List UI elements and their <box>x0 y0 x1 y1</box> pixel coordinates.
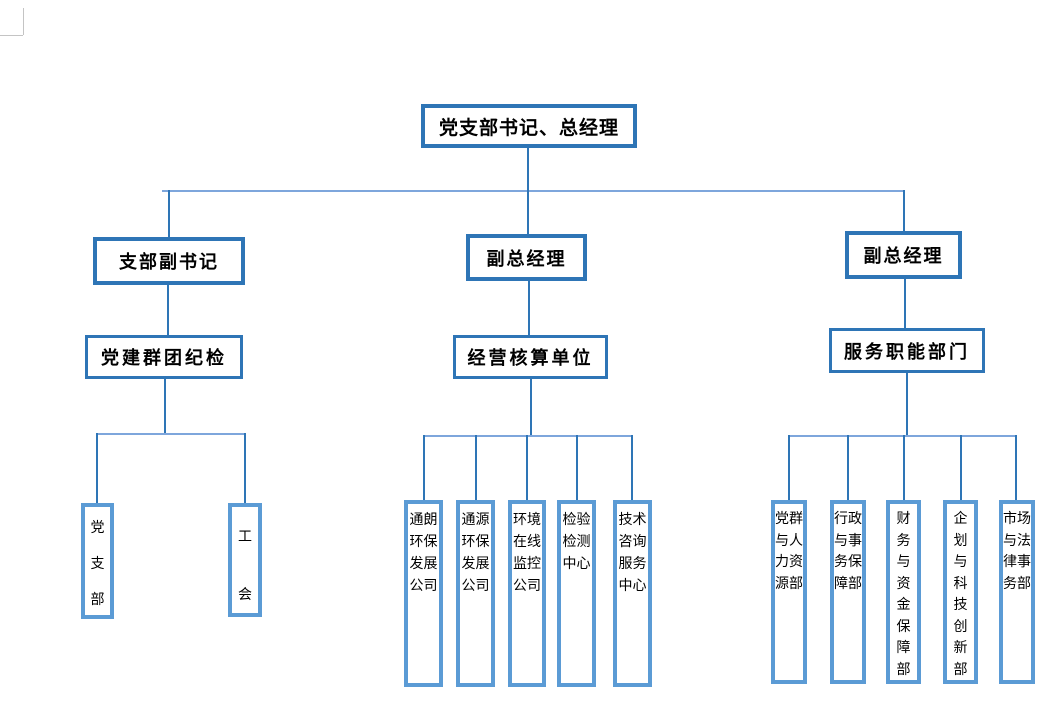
org-node-label: 检验检测中心 <box>562 511 591 571</box>
org-node-party-branch[interactable]: 党支部 <box>81 503 114 619</box>
connector-fan2-drop4 <box>576 435 578 500</box>
connector-drop-branch3 <box>903 190 905 231</box>
org-node-label: 通源环保发展公司 <box>461 511 490 593</box>
connector-fan2-rail <box>423 435 633 437</box>
connector-root-vertical <box>527 148 529 191</box>
connector-fan3-drop5 <box>1015 435 1017 500</box>
org-node-tongyuan-env-company[interactable]: 通源环保发展公司 <box>456 500 495 687</box>
connector-fan2-drop2 <box>475 435 477 500</box>
org-node-label: 党支部 <box>90 519 105 607</box>
org-node-party-discipline[interactable]: 党建群团纪检 <box>85 335 243 379</box>
org-node-label: 服务职能部门 <box>844 341 970 362</box>
connector-fan3-drop4 <box>960 435 962 500</box>
connector-manager1-department <box>167 285 169 335</box>
org-node-tonglang-env-company[interactable]: 通朗环保发展公司 <box>404 500 443 687</box>
connector-fan2-drop1 <box>423 435 425 500</box>
org-node-label: 环境在线监控公司 <box>513 511 541 593</box>
connector-fan1-drop2 <box>244 433 246 503</box>
org-node-label: 党建群团纪检 <box>101 348 227 368</box>
connector-fan2-stem <box>530 379 532 437</box>
page-margin-mark-horizontal <box>0 35 23 36</box>
org-node-technical-consulting-center[interactable]: 技术咨询服务中心 <box>613 500 652 687</box>
connector-level2-rail <box>162 190 905 192</box>
connector-fan1-stem <box>164 379 166 435</box>
connector-fan3-drop3 <box>903 435 905 500</box>
org-node-planning-tech-innovation-department[interactable]: 企划与科技创新部 <box>943 500 978 684</box>
org-node-label: 通朗环保发展公司 <box>409 511 438 593</box>
org-node-label: 支部副书记 <box>119 252 219 272</box>
org-node-label: 副总经理 <box>486 248 567 269</box>
connector-fan3-stem <box>906 373 908 437</box>
connector-fan1-drop1 <box>96 433 98 503</box>
org-node-deputy-gm-1[interactable]: 副总经理 <box>466 234 587 281</box>
connector-drop-branch2 <box>527 190 529 234</box>
org-node-label: 市场与法律事务部 <box>1003 510 1031 591</box>
org-node-root-label: 党支部书记、总经理 <box>438 117 619 139</box>
org-node-online-monitoring-company[interactable]: 环境在线监控公司 <box>508 500 546 687</box>
org-node-root[interactable]: 党支部书记、总经理 <box>421 104 637 148</box>
org-node-deputy-gm-2[interactable]: 副总经理 <box>845 231 962 279</box>
org-node-label: 党群与人力资源部 <box>775 510 803 591</box>
org-node-label: 副总经理 <box>863 246 944 266</box>
connector-fan3-rail <box>788 435 1017 437</box>
org-node-label: 技术咨询服务中心 <box>618 511 647 593</box>
connector-fan3-drop1 <box>788 435 790 500</box>
org-node-label: 财务与资金保障部 <box>896 510 911 677</box>
connector-fan1-rail <box>97 433 246 435</box>
org-node-label: 工会 <box>238 528 252 602</box>
org-node-label: 经营核算单位 <box>467 348 594 368</box>
connector-manager2-department <box>528 281 530 335</box>
connector-drop-branch1 <box>168 190 170 237</box>
org-node-finance-funding-department[interactable]: 财务与资金保障部 <box>886 500 921 684</box>
org-node-business-accounting-units[interactable]: 经营核算单位 <box>453 335 608 379</box>
connector-fan3-drop2 <box>847 435 849 500</box>
org-node-admin-affairs-department[interactable]: 行政与事务保障部 <box>830 500 866 684</box>
org-node-party-hr-department[interactable]: 党群与人力资源部 <box>771 500 807 684</box>
org-node-label: 企划与科技创新部 <box>953 510 968 677</box>
org-node-branch-deputy-secretary[interactable]: 支部副书记 <box>93 237 245 285</box>
connector-fan2-drop5 <box>631 435 633 500</box>
connector-manager3-department <box>904 279 906 328</box>
org-node-labor-union[interactable]: 工会 <box>228 503 262 617</box>
org-node-service-function-departments[interactable]: 服务职能部门 <box>829 328 985 373</box>
page-margin-mark-vertical <box>23 8 24 35</box>
org-node-label: 行政与事务保障部 <box>834 510 862 591</box>
org-node-inspection-testing-center[interactable]: 检验检测中心 <box>557 500 596 687</box>
org-node-market-legal-department[interactable]: 市场与法律事务部 <box>999 500 1035 684</box>
connector-fan2-drop3 <box>526 435 528 500</box>
